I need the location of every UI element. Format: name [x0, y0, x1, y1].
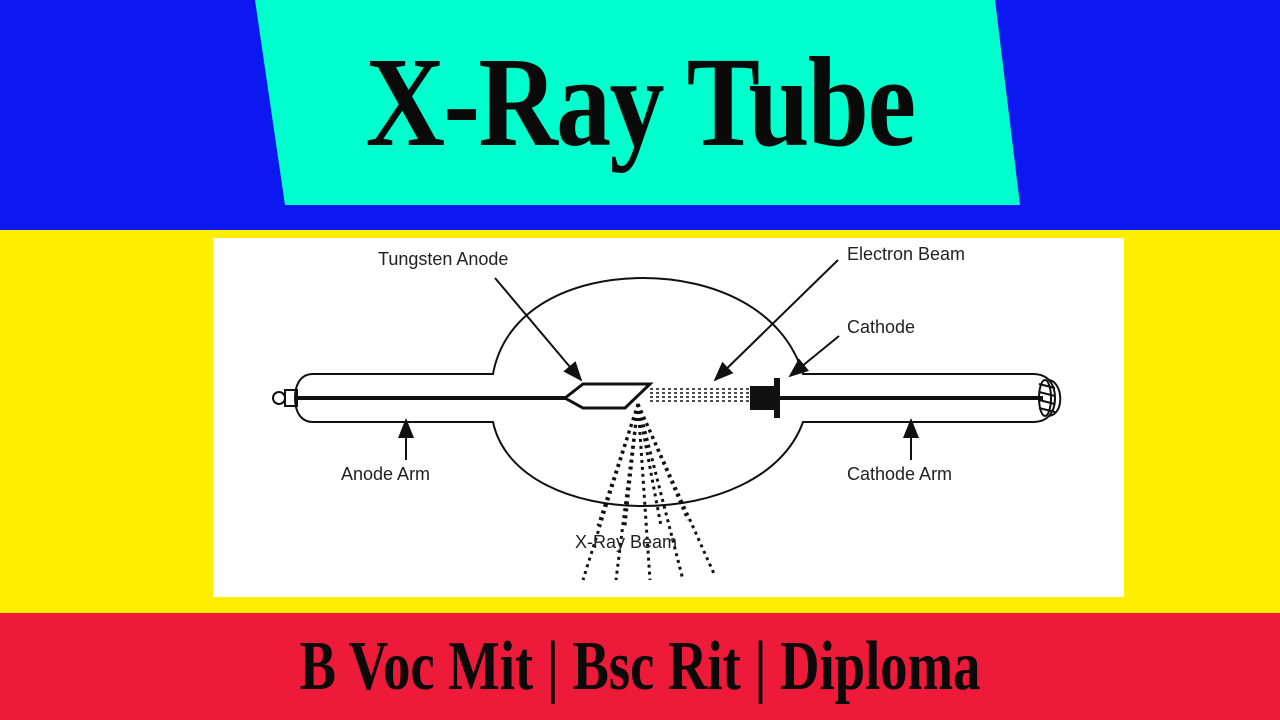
cathode-cup — [750, 386, 776, 410]
label-cathode-arm: Cathode Arm — [847, 464, 952, 484]
label-anode-arm: Anode Arm — [341, 464, 430, 484]
title-plate-shape — [255, 0, 1020, 205]
cathode-arrow — [788, 335, 840, 378]
xray-tube-diagram: Tungsten Anode Electron Beam Cathode Ano… — [272, 244, 1062, 581]
label-electron-beam: Electron Beam — [847, 244, 965, 264]
title-plate — [255, 0, 1020, 205]
footer-course-list: B Voc Mit | Bsc Rit | Diploma — [299, 627, 981, 705]
label-cathode: Cathode — [847, 317, 915, 337]
glass-envelope — [293, 276, 1057, 508]
bottom-red-band — [0, 613, 1280, 720]
label-tungsten-anode: Tungsten Anode — [378, 249, 508, 269]
tungsten-anode-arrow — [494, 277, 583, 382]
tungsten-anode — [562, 382, 654, 410]
anode-end-cap — [272, 391, 286, 405]
xray-beam-lines — [581, 403, 717, 581]
page-title: X-Ray Tube — [365, 31, 916, 173]
cathode-flange — [774, 378, 780, 418]
electron-beam-lines — [650, 388, 749, 402]
electron-beam-arrow — [713, 259, 839, 382]
label-xray-beam: X-Ray Beam — [575, 532, 677, 552]
cathode-coil — [1038, 379, 1062, 417]
diagram-panel: Tungsten Anode Electron Beam Cathode Ano… — [213, 238, 1124, 597]
